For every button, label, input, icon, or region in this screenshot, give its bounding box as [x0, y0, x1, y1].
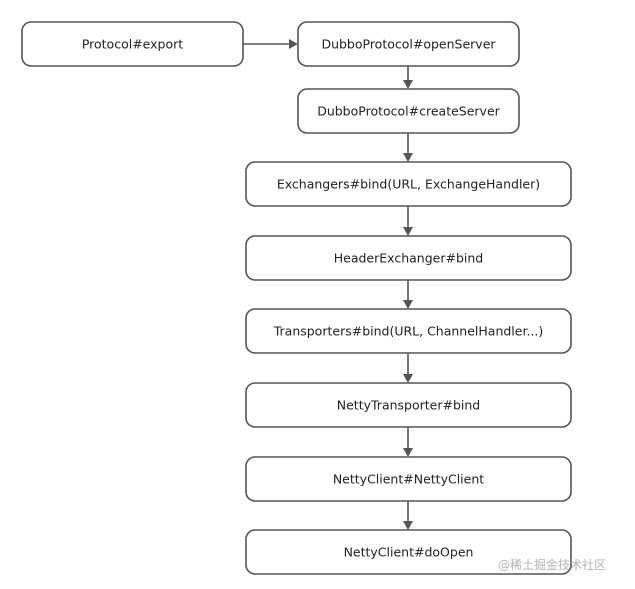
flow-node: Transporters#bind(URL, ChannelHandler...…	[245, 308, 572, 354]
flow-node-label: NettyClient#NettyClient	[333, 472, 484, 487]
flow-node-box	[245, 235, 572, 281]
flow-arrow	[403, 501, 413, 530]
flow-node-box	[245, 456, 572, 502]
flow-node: DubboProtocol#createServer	[297, 88, 520, 134]
flow-arrow	[243, 39, 298, 49]
flow-node-box	[297, 88, 520, 134]
arrowhead-icon	[403, 300, 413, 309]
arrowhead-icon	[403, 521, 413, 530]
flow-arrow	[403, 280, 413, 309]
flow-arrow	[403, 133, 413, 162]
flow-node: NettyClient#NettyClient	[245, 456, 572, 502]
watermark: @稀土掘金技术社区	[498, 558, 607, 572]
arrowhead-icon	[403, 374, 413, 383]
flow-node-label: HeaderExchanger#bind	[334, 251, 483, 266]
flow-node-label: Transporters#bind(URL, ChannelHandler...…	[273, 324, 544, 339]
flow-node: HeaderExchanger#bind	[245, 235, 572, 281]
arrowhead-icon	[403, 80, 413, 89]
flow-node-box	[245, 382, 572, 428]
flow-arrow	[403, 66, 413, 89]
flow-node-label: NettyClient#doOpen	[344, 545, 474, 560]
flow-arrow	[403, 353, 413, 383]
arrowhead-icon	[403, 448, 413, 457]
arrowhead-icon	[403, 153, 413, 162]
flow-node-box	[297, 21, 520, 67]
flow-node-label: NettyTransporter#bind	[337, 398, 480, 413]
flow-node: Exchangers#bind(URL, ExchangeHandler)	[245, 161, 572, 207]
flow-node-box	[245, 161, 572, 207]
flow-node-box	[245, 308, 572, 354]
flow-node-label: Protocol#export	[82, 37, 183, 52]
arrowhead-icon	[403, 227, 413, 236]
arrowhead-icon	[289, 39, 298, 49]
flow-node: DubboProtocol#openServer	[297, 21, 520, 67]
flow-node-label: Exchangers#bind(URL, ExchangeHandler)	[277, 177, 540, 192]
flow-node: NettyClient#doOpen	[245, 529, 572, 575]
flow-node: NettyTransporter#bind	[245, 382, 572, 428]
flow-arrow	[403, 427, 413, 457]
flow-node-box	[21, 21, 244, 67]
flow-node-box	[245, 529, 572, 575]
flow-node-label: DubboProtocol#openServer	[321, 37, 496, 52]
flow-node: Protocol#export	[21, 21, 244, 67]
flow-arrow	[403, 206, 413, 236]
flow-node-label: DubboProtocol#createServer	[317, 104, 500, 119]
